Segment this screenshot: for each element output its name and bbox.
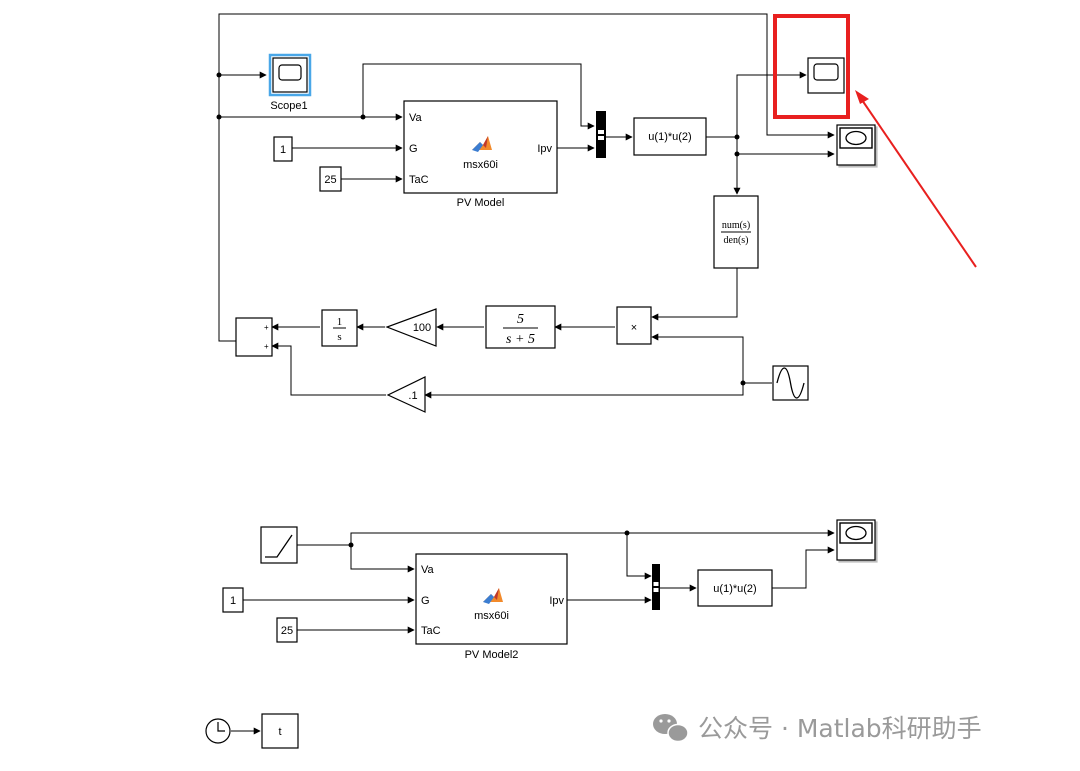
clock-output-name: t bbox=[278, 726, 281, 738]
gain-small-block[interactable]: .1 bbox=[386, 376, 426, 413]
constant-tac-2-value: 25 bbox=[281, 625, 293, 637]
sum-sign-2: + bbox=[264, 342, 269, 351]
integrator-block[interactable]: 1 s bbox=[321, 309, 358, 347]
product-fcn-2-expression: u(1)*u(2) bbox=[713, 583, 756, 595]
constant-g-2-value: 1 bbox=[230, 595, 236, 607]
port-tac: TaC bbox=[409, 174, 429, 186]
port-g: G bbox=[409, 143, 418, 155]
constant-tac-value: 25 bbox=[324, 174, 336, 186]
filter-tf-num: 5 bbox=[517, 312, 524, 327]
filter-tf-den: s + 5 bbox=[506, 332, 535, 347]
filter-tf-block[interactable]: 5 s + 5 bbox=[485, 305, 556, 349]
scope1-label: Scope1 bbox=[270, 100, 307, 112]
mux-2-block[interactable] bbox=[652, 564, 660, 610]
diagram2-wires bbox=[231, 529, 835, 735]
port-ipv: Ipv bbox=[537, 143, 552, 155]
gain-small-value: .1 bbox=[408, 390, 417, 402]
wire-junctions bbox=[216, 72, 746, 548]
product-fcn-expression: u(1)*u(2) bbox=[648, 131, 691, 143]
gain-100-block[interactable]: 100 bbox=[385, 308, 437, 347]
sum-block[interactable]: + + bbox=[235, 317, 273, 357]
transfer-fcn-block[interactable]: num(s) den(s) bbox=[713, 195, 759, 269]
watermark-text: 公众号 · Matlab科研助手 bbox=[698, 714, 982, 743]
mux-block[interactable] bbox=[596, 111, 606, 158]
port-g-2: G bbox=[421, 595, 430, 607]
annotation-arrow bbox=[855, 90, 977, 268]
pv-model-2-function: msx60i bbox=[474, 610, 509, 622]
port-ipv-2: Ipv bbox=[549, 595, 564, 607]
constant-g-2-block[interactable]: 1 bbox=[222, 587, 244, 613]
diagram1-wires bbox=[218, 13, 835, 399]
scope-icon bbox=[813, 63, 839, 81]
multiply-block[interactable]: × bbox=[616, 306, 652, 345]
mux-icon bbox=[653, 582, 659, 592]
product-fcn-block[interactable]: u(1)*u(2) bbox=[633, 117, 707, 156]
port-va-2: Va bbox=[421, 564, 435, 576]
scope-icon bbox=[278, 64, 302, 81]
integrator-num: 1 bbox=[337, 316, 343, 328]
transfer-fcn-den: den(s) bbox=[724, 235, 749, 246]
constant-g-value: 1 bbox=[280, 144, 286, 156]
sine-wave-block[interactable] bbox=[772, 365, 809, 401]
port-tac-2: TaC bbox=[421, 625, 441, 637]
pv-model-block[interactable]: Va G TaC Ipv msx60i PV Model bbox=[403, 100, 558, 209]
xy-scope-block[interactable] bbox=[836, 124, 876, 166]
wechat-icon bbox=[653, 714, 689, 743]
pv-model-2-name: PV Model2 bbox=[465, 649, 519, 661]
scope-icon bbox=[845, 130, 867, 146]
mux-icon bbox=[598, 130, 604, 140]
highlighted-scope-block[interactable] bbox=[773, 14, 850, 119]
constant-tac-block[interactable]: 25 bbox=[319, 166, 342, 192]
port-va: Va bbox=[409, 112, 423, 124]
constant-g-block[interactable]: 1 bbox=[273, 136, 293, 162]
ramp-block[interactable] bbox=[260, 526, 298, 564]
matlab-icon bbox=[472, 136, 492, 152]
scope1-block[interactable]: Scope1 bbox=[268, 53, 312, 112]
watermark: 公众号 · Matlab科研助手 bbox=[653, 714, 982, 743]
integrator-den: s bbox=[337, 331, 341, 343]
sum-sign-1: + bbox=[264, 323, 269, 332]
scope-icon bbox=[845, 525, 867, 541]
to-workspace-block[interactable]: t bbox=[261, 713, 299, 749]
multiply-symbol: × bbox=[631, 322, 637, 334]
transfer-fcn-num: num(s) bbox=[722, 220, 750, 231]
pv-model-2-block[interactable]: Va G TaC Ipv msx60i PV Model2 bbox=[415, 553, 568, 661]
constant-tac-2-block[interactable]: 25 bbox=[276, 617, 298, 643]
xy-scope-2-block[interactable] bbox=[836, 519, 876, 561]
pv-model-name: PV Model bbox=[457, 197, 505, 209]
matlab-icon bbox=[483, 588, 503, 604]
sine-wave-icon bbox=[776, 367, 805, 399]
product-fcn-2-block[interactable]: u(1)*u(2) bbox=[697, 569, 773, 607]
gain-100-value: 100 bbox=[413, 322, 431, 334]
pv-model-function: msx60i bbox=[463, 159, 498, 171]
clock-block[interactable] bbox=[205, 718, 231, 744]
ramp-icon bbox=[265, 534, 293, 558]
